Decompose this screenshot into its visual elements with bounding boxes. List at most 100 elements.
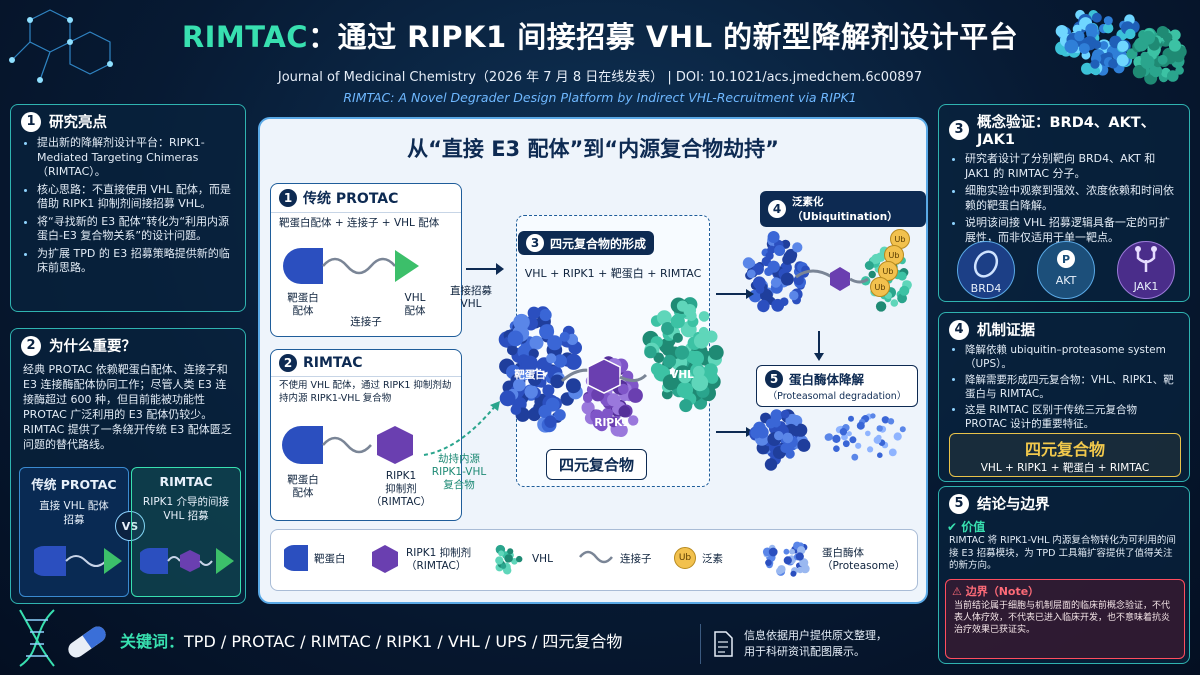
list-item: 细胞实验中观察到强效、浓度依赖和时间依赖的靶蛋白降解。 [965, 184, 1179, 213]
akt-icon: P [1057, 250, 1075, 268]
protein-bead [756, 426, 769, 439]
section-title: 结论与边界 [977, 497, 1050, 513]
protein-bead [528, 372, 542, 386]
protein-bead [765, 418, 776, 429]
protein-bead [662, 374, 679, 391]
protein-bead [856, 421, 865, 430]
protein-bead [767, 231, 780, 243]
protein-bead [768, 547, 778, 557]
protein-bead [871, 253, 882, 264]
step-title: 传统 PROTAC [303, 191, 399, 207]
limit-title: 边界（Note） [965, 585, 1040, 598]
protein-bead [539, 324, 555, 340]
protein-bead [542, 384, 555, 397]
protein-bead [881, 416, 890, 424]
panel-research-highlights: 1 研究亮点 提出新的降解剂设计平台：RIPK1-Mediated Target… [10, 104, 246, 312]
protac-diagram-icon [283, 248, 419, 284]
target-ligand-label: 靶蛋白 配体 [287, 292, 319, 317]
legend-ub-label: 泛素 [702, 553, 723, 565]
protein-bead [770, 277, 782, 288]
protein-bead [780, 443, 791, 453]
protein-bead [848, 415, 854, 422]
legend-linker-icon [579, 550, 613, 564]
protein-bead [789, 548, 795, 555]
protein-bead [752, 276, 766, 290]
protein-bead [693, 333, 710, 349]
protein-bead [747, 259, 756, 268]
protein-bead [676, 300, 689, 312]
step-number: 5 [765, 369, 783, 388]
legend-proteasome-label: 蛋白酶体 （Proteasome） [822, 547, 906, 572]
protein-bead [897, 271, 907, 281]
protein-bead [678, 369, 692, 384]
vhl-label: VHL [670, 369, 694, 381]
step5-box: 5 蛋白酶体降解 （Proteasomal degradation） [756, 365, 918, 407]
protein-bead [1103, 23, 1114, 34]
protein-bead [1140, 55, 1155, 70]
legend-inhibitor-icon [372, 545, 398, 573]
protein-bead [864, 261, 874, 270]
protein-bead [774, 431, 784, 441]
legend-target-icon [284, 545, 308, 571]
protac-formula: 靶蛋白配体 + 连接子 + VHL 配体 [271, 212, 461, 232]
section-number: 4 [949, 319, 969, 340]
protein-bead [776, 567, 784, 575]
section-title: 研究亮点 [49, 115, 107, 131]
protein-bead [521, 355, 538, 373]
protein-bead [1145, 74, 1155, 84]
protein-bead [899, 285, 910, 296]
protein-bead [1055, 25, 1068, 38]
protein-bead [833, 445, 840, 452]
section-title: 概念验证：BRD4、AKT、JAK1 [977, 115, 1156, 148]
target-akt: P AKT [1037, 241, 1095, 299]
protein-bead [608, 416, 619, 428]
footer-note: 信息依据用户提供原文整理， 用于科研资讯配图展示。 [744, 629, 887, 658]
direct-recruit-label: 直接招募 VHL [450, 285, 492, 310]
value-title: 价值 [961, 520, 986, 534]
protein-bead [865, 430, 871, 437]
step-number: 4 [768, 200, 786, 218]
brd4-icon [973, 250, 999, 278]
protein-bead [1157, 54, 1168, 65]
target-jak1: JAK1 [1117, 241, 1175, 299]
comparison-right: RIMTAC RIPK1 介导的间接 VHL 招募 [131, 467, 241, 597]
protein-bead [897, 293, 907, 304]
protein-bead [698, 311, 710, 322]
list-item: 降解需要形成四元复合物：VHL、RIPK1、靶蛋白与 RIMTAC。 [965, 374, 1179, 401]
protein-bead [565, 353, 582, 370]
protein-bead [765, 559, 772, 566]
comparison-left: 传统 PROTAC 直接 VHL 配体招募 [19, 467, 129, 597]
footer-divider [700, 624, 701, 664]
protein-decoration-icon [1055, 9, 1187, 85]
english-subtitle: RIMTAC: A Novel Degrader Design Platform… [343, 90, 857, 105]
right-sub: RIPK1 介导的间接 VHL 招募 [142, 496, 230, 522]
jak1-icon [1135, 246, 1157, 272]
page-title: RIMTAC：通过 RIPK1 间接招募 VHL 的新型降解剂设计平台 [0, 14, 1200, 56]
protein-bead [583, 393, 593, 403]
protein-bead [1132, 64, 1147, 79]
legend-target-label: 靶蛋白 [314, 553, 346, 565]
arrow-to-ubiquitination-icon [716, 289, 754, 299]
protein-bead [656, 310, 672, 325]
protein-bead [672, 332, 683, 343]
protein-bead [1141, 30, 1156, 45]
protein-bead [670, 314, 685, 329]
proof-list: 研究者设计了分别靶向 BRD4、AKT 和 JAK1 的 RIMTAC 分子。 … [939, 152, 1189, 245]
protein-bead [1168, 39, 1181, 52]
section-rimtac: 2 RIMTAC 不使用 VHL 配体，通过 RIPK1 抑制剂劫持内源 RIP… [270, 349, 462, 521]
direct-recruit-icon [34, 546, 122, 576]
highlights-list: 提出新的降解剂设计平台：RIPK1-Mediated Targeting Chi… [11, 136, 245, 276]
protein-bead [1092, 40, 1102, 49]
protein-bead [1108, 58, 1118, 69]
protein-bead [653, 352, 665, 364]
summary-title: 四元复合物 [1024, 440, 1105, 459]
protein-bead [550, 374, 565, 389]
left-sub: 直接 VHL 配体招募 [39, 500, 109, 526]
step4-tag: 4 泛素化（Ubiquitination） [760, 191, 926, 227]
ripk1-inhibitor-label: RIPK1 抑制剂 （RIMTAC） [370, 470, 432, 508]
protein-bead [875, 301, 887, 312]
protein-bead [782, 254, 793, 265]
protein-bead [614, 423, 628, 437]
dna-icon [19, 609, 55, 667]
legend-ub-icon: Ub [674, 547, 696, 569]
